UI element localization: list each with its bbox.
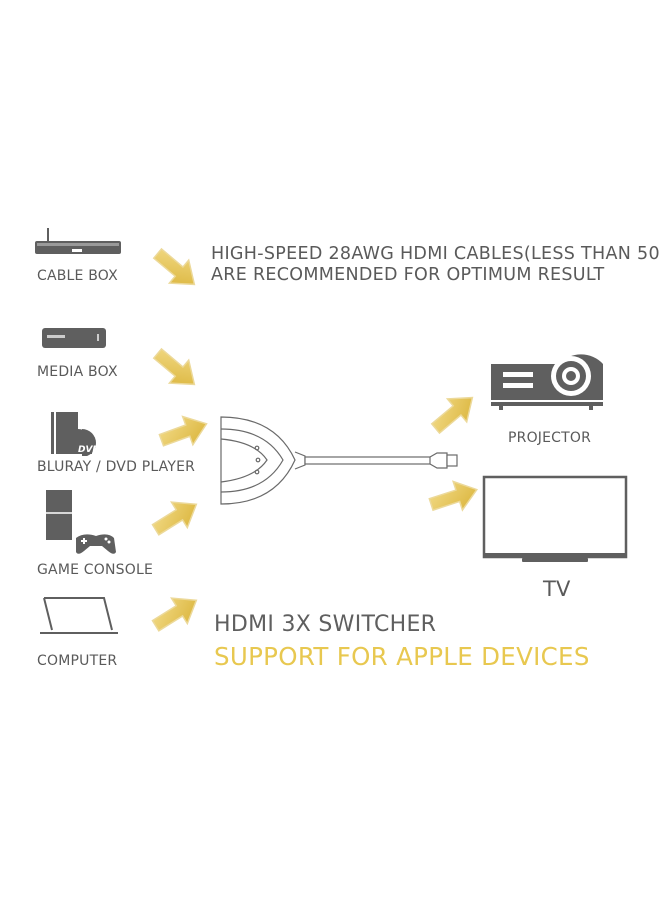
computer-label: COMPUTER [37,653,118,669]
product-tagline: SUPPORT FOR APPLE DEVICES [214,642,590,671]
arrow-icon [145,239,207,298]
projector-icon [491,354,603,410]
laptop-icon [40,597,118,634]
tv-icon [482,475,628,562]
cable-box-icon [35,228,121,254]
media-box-label: MEDIA BOX [37,364,118,380]
dvd-player-icon: DVD [51,412,100,456]
projector-label: PROJECTOR [508,430,592,446]
arrow-icon [145,339,207,398]
cable-box-label: CABLE BOX [37,268,118,284]
header-line-1: HIGH-SPEED 28AWG HDMI CABLES(LESS THAN 5… [211,244,660,264]
game-console-label: GAME CONSOLE [37,562,154,578]
header-line-2: ARE RECOMMENDED FOR OPTIMUM RESULT [211,265,605,285]
arrow-icon [145,585,207,641]
arrow-icon [145,489,207,545]
media-box-icon [42,328,106,348]
game-console-icon [46,490,116,554]
tv-label: TV [543,577,571,601]
hdmi-switcher-icon [220,416,458,505]
dvd-player-label: BLURAY / DVD PLAYER [37,459,196,475]
arrow-icon [154,407,214,457]
svg-text:DVD: DVD [78,445,100,455]
product-title: HDMI 3X SWITCHER [214,612,437,637]
